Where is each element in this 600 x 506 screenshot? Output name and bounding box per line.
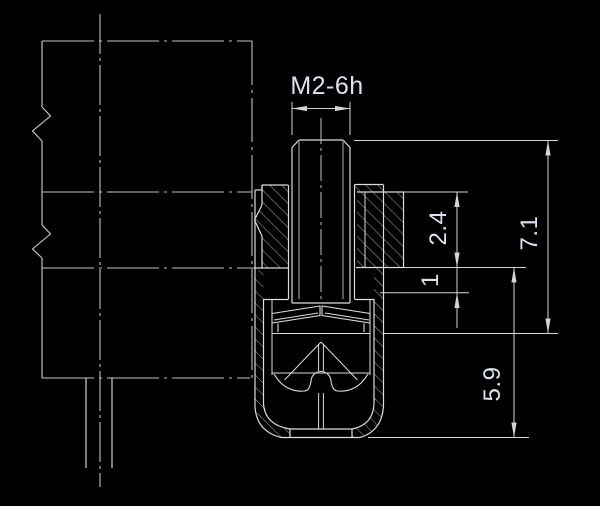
arrow-down bbox=[511, 422, 517, 438]
housing-right-wall-hatch bbox=[374, 268, 384, 400]
flange-strip-hatch bbox=[355, 184, 383, 192]
arrow-up bbox=[454, 192, 460, 207]
arrow-down bbox=[454, 252, 460, 268]
dim-5-9-label: 5.9 bbox=[479, 367, 506, 402]
arrow-left bbox=[292, 105, 307, 112]
arrow-up bbox=[511, 267, 517, 283]
spring-arm-right bbox=[321, 305, 371, 324]
dim-2-4-label: 2.4 bbox=[425, 211, 452, 246]
arrow-down bbox=[545, 318, 551, 334]
housing-br-corner-hatch bbox=[352, 398, 384, 438]
dim-offset-1: 1 bbox=[417, 273, 460, 308]
dim-plate-thickness: 2.4 bbox=[425, 192, 460, 328]
panel-right-hatch bbox=[357, 192, 404, 267]
dim-1-label: 1 bbox=[417, 273, 444, 287]
dim-stud-protrusion: 7.1 bbox=[516, 140, 551, 334]
break-line-zigzag-lower bbox=[31, 224, 52, 259]
housing-bl-corner-hatch bbox=[255, 398, 290, 438]
panel-left-hatch bbox=[262, 185, 288, 268]
cone-guide-lines bbox=[284, 341, 358, 381]
arrow-up bbox=[545, 140, 551, 156]
spring-arm-left bbox=[271, 305, 321, 324]
spring-diaphragm-curve bbox=[273, 370, 369, 392]
arrow-up-outside bbox=[454, 293, 460, 308]
dimension-annotations: M2-6h 2.4 1 7.1 bbox=[290, 72, 558, 438]
break-line-zigzag-upper bbox=[31, 106, 52, 142]
housing-inner-wall bbox=[262, 299, 375, 430]
spring-grip-arms bbox=[271, 305, 371, 332]
dim-housing-depth: 5.9 bbox=[479, 267, 517, 438]
dim-7-1-label: 7.1 bbox=[516, 216, 543, 251]
threaded-stud bbox=[291, 118, 351, 304]
mounting-rail-phantom-view bbox=[31, 14, 255, 487]
retainer-housing-section bbox=[253, 183, 405, 439]
arrow-right bbox=[335, 105, 350, 112]
housing-outer-wall bbox=[254, 184, 385, 439]
panel-left-barb-hatch bbox=[254, 205, 262, 236]
housing-left-wall-hatch bbox=[255, 270, 264, 400]
thread-callout-label: M2-6h bbox=[290, 72, 363, 100]
section-hatching bbox=[254, 184, 404, 438]
dim-thread-callout: M2-6h bbox=[290, 72, 363, 135]
